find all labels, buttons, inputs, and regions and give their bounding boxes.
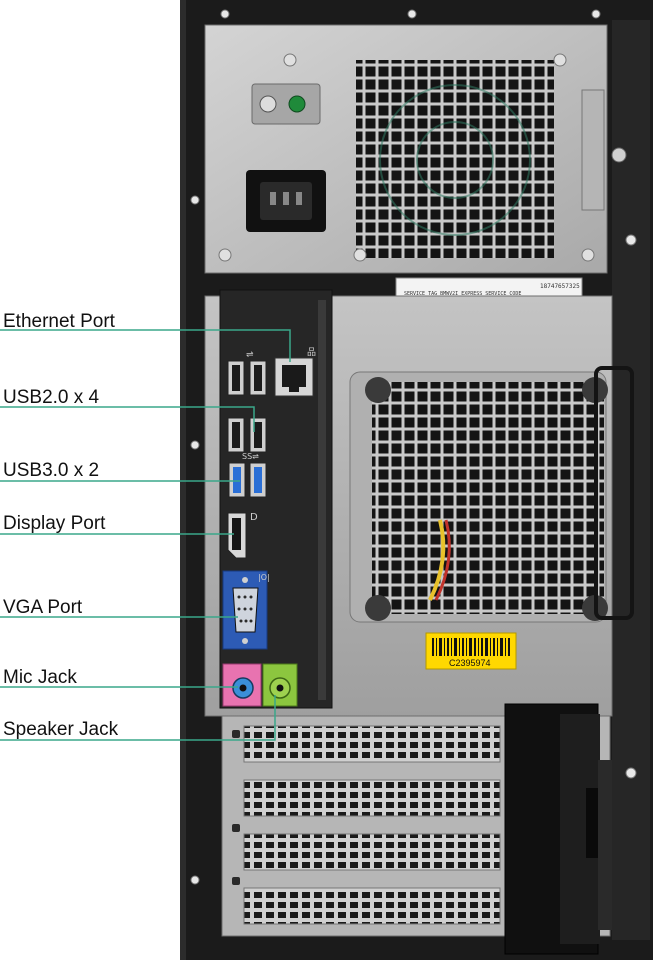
- usb2-leader: [0, 406, 255, 432]
- service-tag-row: SERVICE TAG BMWV2I EXPRESS SERVICE CODE: [404, 291, 521, 297]
- top-screws: [190, 9, 637, 885]
- asset-barcode: [432, 638, 510, 656]
- psu-screws: [218, 53, 595, 262]
- psu-fan-grill: [356, 60, 554, 258]
- leader-lines: [0, 329, 291, 741]
- usb2-ports: [227, 360, 267, 453]
- label-ethernet-port: Ethernet Port: [3, 311, 115, 332]
- label-mic-jack: Mic Jack: [3, 667, 77, 688]
- psu-test-button: [251, 83, 321, 125]
- network-icon: 品: [307, 347, 316, 358]
- fan-mounts: [365, 377, 608, 621]
- usb3-ports: [228, 462, 267, 498]
- usb-icon: ⇌: [246, 350, 254, 360]
- service-tag-number: 18747657325: [540, 283, 580, 290]
- expansion-slot-covers: [243, 725, 501, 925]
- label-usb2: USB2.0 x 4: [3, 387, 100, 408]
- label-speaker-jack: Speaker Jack: [3, 719, 119, 740]
- system-fan-grill: [372, 382, 604, 614]
- usb-ss-icon: SS⇌: [242, 452, 259, 461]
- asset-code: C2395974: [449, 658, 491, 668]
- vga-icon: |O|: [258, 573, 270, 582]
- ethernet-leader: [0, 329, 291, 362]
- displayport-icon: D: [250, 512, 258, 523]
- speaker-leader: [0, 695, 276, 741]
- label-usb3: USB3.0 x 2: [3, 460, 100, 481]
- psu-status-led: [288, 95, 306, 113]
- label-vga-port: VGA Port: [3, 597, 83, 618]
- label-display-port: Display Port: [3, 513, 106, 534]
